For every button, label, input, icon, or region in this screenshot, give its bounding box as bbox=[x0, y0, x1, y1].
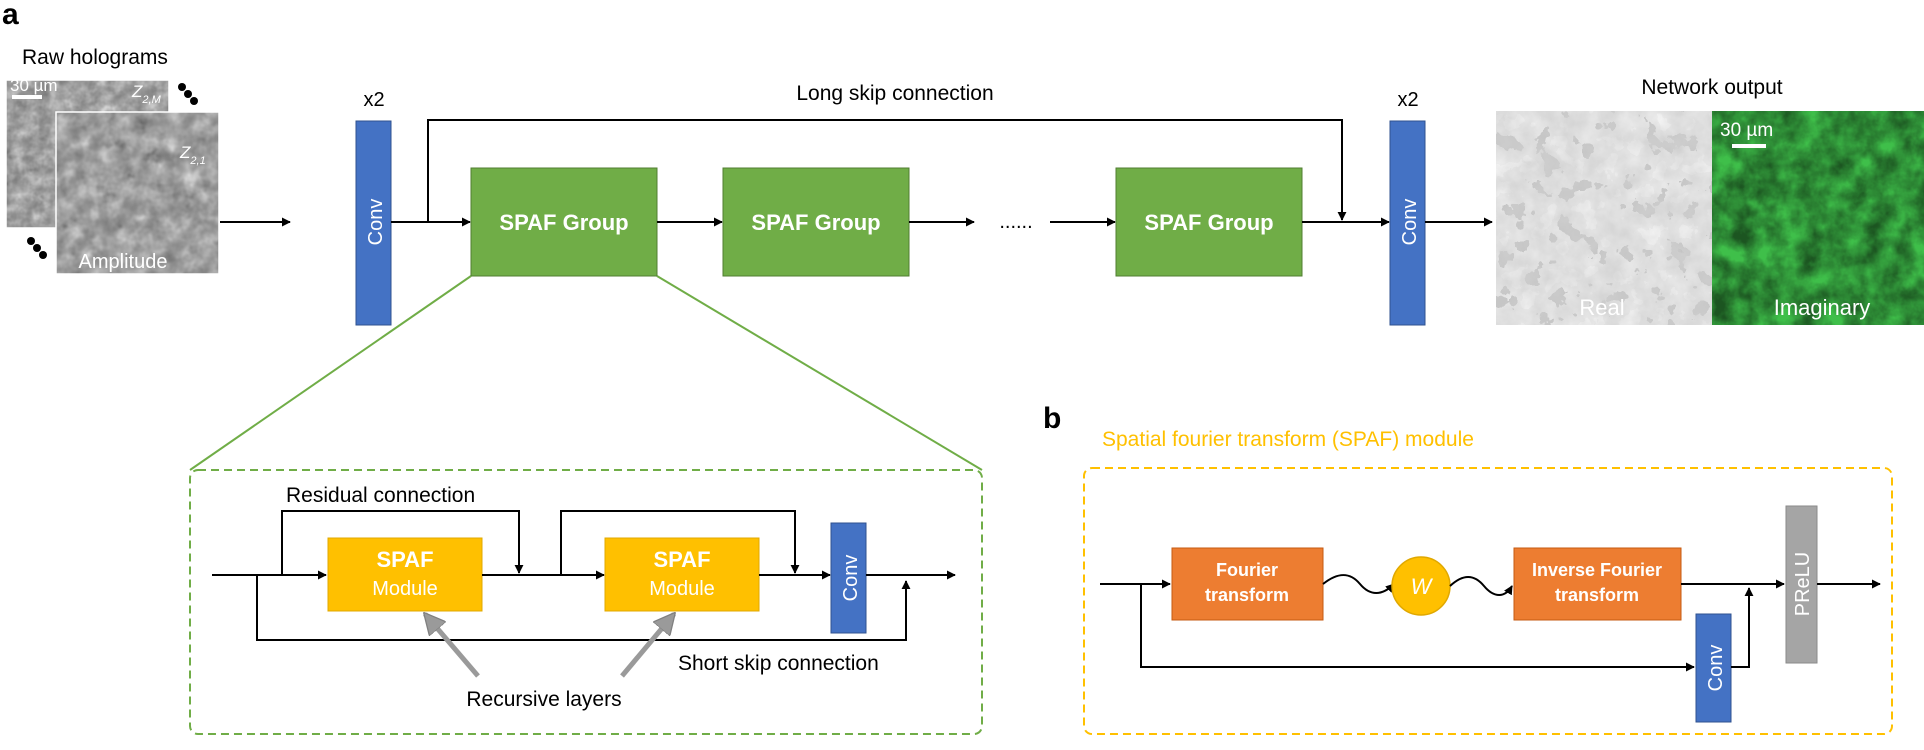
w-label: W bbox=[1411, 574, 1434, 599]
stack-ellipsis-top bbox=[178, 83, 198, 105]
zoom-line-right bbox=[656, 275, 983, 471]
stack-ellipsis-bottom bbox=[27, 237, 47, 259]
recursive-layers-label: Recursive layers bbox=[466, 688, 621, 711]
real-label: Real bbox=[1579, 295, 1624, 320]
amplitude-label: Amplitude bbox=[79, 251, 168, 273]
long-skip-label: Long skip connection bbox=[796, 82, 993, 105]
residual-connection-label: Residual connection bbox=[286, 484, 475, 507]
inverse-fourier-label-1: Inverse Fourier bbox=[1532, 560, 1662, 580]
conv-b-label: Conv bbox=[1705, 645, 1727, 692]
scalebar-right-label: 30 µm bbox=[1720, 120, 1773, 141]
network-output-title: Network output bbox=[1641, 76, 1782, 99]
short-skip-line bbox=[256, 575, 911, 641]
spaf-module-2-label: Module bbox=[649, 578, 715, 600]
long-skip-line bbox=[427, 119, 1347, 222]
spaf-group-1-label: SPAF Group bbox=[499, 210, 628, 235]
spaf-module-detail-box bbox=[1083, 467, 1893, 735]
conv-right-block bbox=[1389, 120, 1426, 326]
output-imaginary-image bbox=[1712, 111, 1924, 325]
recursive-arrow-1 bbox=[425, 614, 480, 678]
fourier-transform-label-2: transform bbox=[1205, 585, 1289, 605]
raw-holograms-title: Raw holograms bbox=[22, 46, 168, 69]
spaf-module-2 bbox=[604, 537, 760, 612]
residual-1-line bbox=[281, 510, 524, 575]
residual-2-line bbox=[560, 510, 800, 575]
hologram-front-image bbox=[55, 111, 220, 275]
b-conv-merge-line bbox=[1731, 587, 1754, 668]
z-front-label: Z2,1 bbox=[179, 143, 206, 167]
spaf-group-2-label: SPAF Group bbox=[751, 210, 880, 235]
panel-b-label: b bbox=[1043, 402, 1061, 435]
fourier-transform-block bbox=[1171, 547, 1324, 621]
conv-right-repeat: x2 bbox=[1397, 89, 1418, 111]
spaf-module-1-label: Module bbox=[372, 578, 438, 600]
wave-w-to-ift bbox=[1449, 576, 1513, 596]
imaginary-label: Imaginary bbox=[1774, 295, 1871, 320]
conv-group-block bbox=[830, 522, 867, 634]
spaf-module-2-bold: SPAF bbox=[653, 547, 710, 572]
conv-group-label: Conv bbox=[840, 555, 862, 602]
spaf-group-3 bbox=[1115, 167, 1303, 277]
panel-b-title: Spatial fourier transform (SPAF) module bbox=[1102, 428, 1474, 451]
spaf-group-1 bbox=[470, 167, 658, 277]
spaf-group-3-label: SPAF Group bbox=[1144, 210, 1273, 235]
fourier-transform-label-1: Fourier bbox=[1216, 560, 1278, 580]
prelu-label: PReLU bbox=[1792, 552, 1814, 616]
scalebar-left-label: 30 µm bbox=[10, 76, 58, 95]
spaf-group-2 bbox=[722, 167, 910, 277]
recursive-arrow-2 bbox=[620, 614, 674, 678]
spaf-module-1 bbox=[327, 537, 483, 612]
conv-left-label: Conv bbox=[365, 199, 387, 246]
output-real-image bbox=[1496, 111, 1712, 325]
z-back-label: Z2,M bbox=[131, 82, 162, 106]
panel-a-label: a bbox=[2, 0, 19, 31]
conv-left-block bbox=[355, 120, 392, 326]
conv-right-label: Conv bbox=[1399, 199, 1421, 246]
b-bypass-line bbox=[1140, 584, 1695, 672]
conv-left-repeat: x2 bbox=[363, 89, 384, 111]
zoom-line-left bbox=[189, 275, 472, 471]
wave-ft-to-w bbox=[1322, 574, 1395, 594]
short-skip-label: Short skip connection bbox=[678, 652, 879, 675]
spaf-group-detail-box bbox=[189, 469, 983, 735]
spaf-module-1-bold: SPAF bbox=[376, 547, 433, 572]
inverse-fourier-block bbox=[1513, 547, 1682, 621]
inverse-fourier-label-2: transform bbox=[1555, 585, 1639, 605]
groups-ellipsis: ...... bbox=[999, 211, 1032, 233]
